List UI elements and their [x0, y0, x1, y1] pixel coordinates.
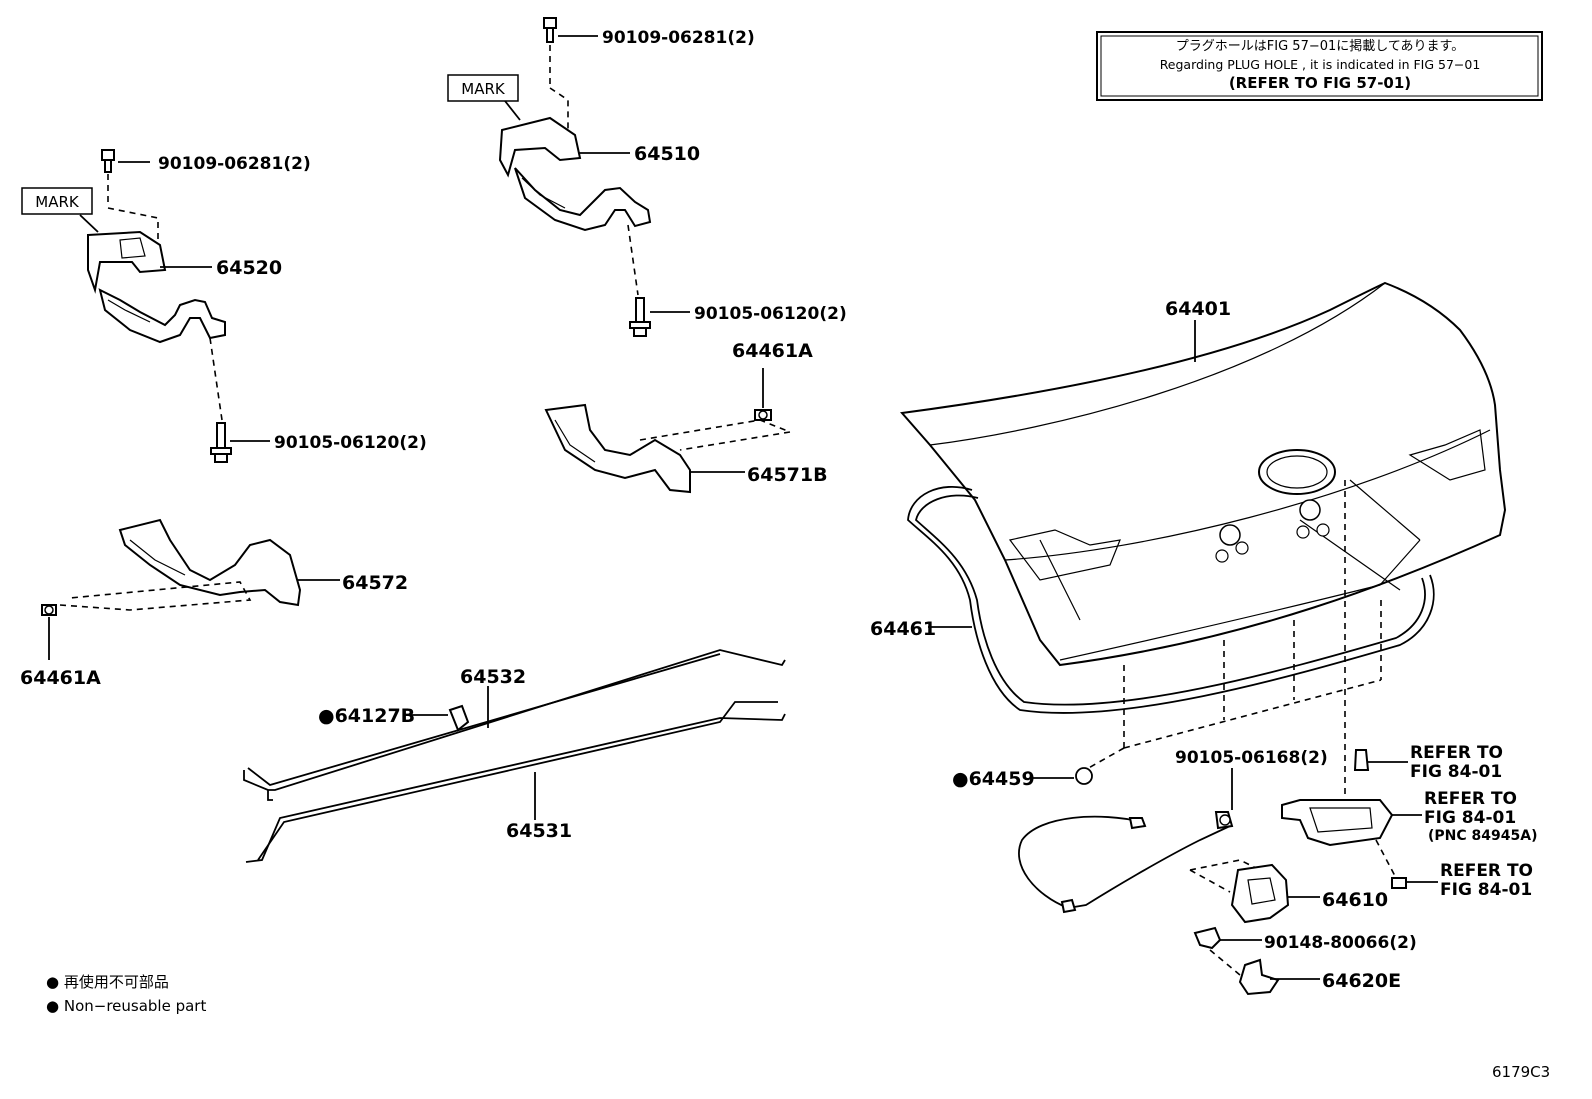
- notice-line-en: Regarding PLUG HOLE , it is indicated in…: [1160, 57, 1481, 72]
- label-90105-left: 90105-06120(2): [274, 433, 427, 453]
- label-64620e: 64620E: [1322, 970, 1401, 992]
- label-90109-right: 90109-06281(2): [602, 28, 755, 48]
- screw-90148: [1193, 926, 1241, 976]
- label-refer2-a: REFER TO: [1424, 789, 1517, 809]
- label-refer3-a: REFER TO: [1440, 861, 1533, 881]
- guide-lines: [1084, 480, 1382, 800]
- svg-text:MARK: MARK: [461, 80, 506, 98]
- mark-label-left: MARK: [21, 187, 99, 233]
- label-refer2-c: (PNC 84945A): [1428, 828, 1537, 844]
- cover-64572: [41, 518, 302, 660]
- rod-64532: [243, 649, 786, 801]
- label-90109-left: 90109-06281(2): [158, 154, 311, 174]
- svg-text:MARK: MARK: [35, 193, 80, 211]
- label-64532: 64532: [460, 666, 526, 688]
- label-64510: 64510: [634, 143, 700, 165]
- label-64572: 64572: [342, 572, 408, 594]
- label-refer2-b: FIG 84-01: [1424, 808, 1516, 828]
- rod-64531: [245, 701, 786, 863]
- label-90105-right: 90105-06120(2): [694, 304, 847, 324]
- label-refer1-a: REFER TO: [1410, 743, 1503, 763]
- notice-line-refer: (REFER TO FIG 57-01): [1229, 74, 1411, 92]
- plug-64459: [1075, 767, 1093, 785]
- label-refer3-b: FIG 84-01: [1440, 880, 1532, 900]
- label-90148-80066: 90148-80066(2): [1264, 933, 1417, 953]
- cover-64571b: [544, 368, 793, 494]
- striker-64620e: [1238, 958, 1280, 996]
- label-64461a-left: 64461A: [20, 667, 101, 689]
- legend-jp: ● 再使用不可部品: [46, 973, 169, 991]
- lock-64610: [1018, 768, 1290, 924]
- figure-id: 6179C3: [1492, 1063, 1550, 1081]
- label-90105-06168: 90105-06168(2): [1175, 748, 1328, 768]
- legend-en: ● Non−reusable part: [46, 997, 206, 1015]
- label-64571b: 64571B: [747, 464, 828, 486]
- mark-label-right: MARK: [447, 74, 521, 121]
- handle-assembly: [1281, 749, 1407, 889]
- label-64520: 64520: [216, 257, 282, 279]
- trunk-lid-64401: [900, 281, 1507, 667]
- label-64531: 64531: [506, 820, 572, 842]
- notice-box: プラグホールはFIG 57−01に掲載してあります。 Regarding PLU…: [1096, 31, 1543, 101]
- label-64610: 64610: [1322, 889, 1388, 911]
- label-64459: ●64459: [952, 768, 1035, 790]
- label-refer1-b: FIG 84-01: [1410, 762, 1502, 782]
- label-64401: 64401: [1165, 298, 1231, 320]
- hinge-left-64520: [87, 149, 232, 463]
- label-64461a-top: 64461A: [732, 340, 813, 362]
- clamp-64127b: [448, 704, 470, 732]
- hinge-right-64510: [498, 17, 652, 337]
- notice-line-jp: プラグホールはFIG 57−01に掲載してあります。: [1176, 38, 1464, 54]
- label-64461: 64461: [870, 618, 936, 640]
- label-64127b: ●64127B: [318, 705, 415, 727]
- weatherstrip-64461: [907, 485, 1435, 714]
